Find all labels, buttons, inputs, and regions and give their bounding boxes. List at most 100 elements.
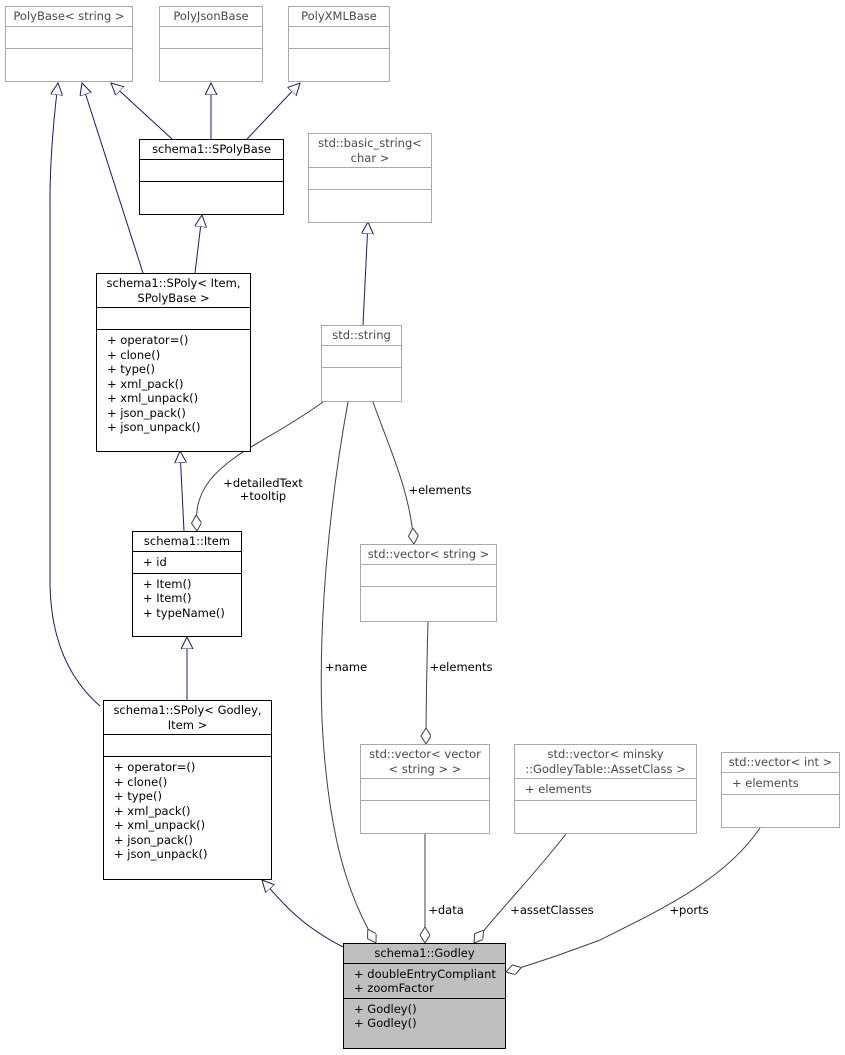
method-row: + xml_unpack() bbox=[114, 818, 206, 832]
class-title: std::string bbox=[332, 328, 391, 342]
class-std-vector-vector-string: std::vector< vector < string > > bbox=[360, 744, 490, 834]
edge-label-name: +name bbox=[324, 660, 368, 674]
class-title: schema1::SPoly< Item, SPolyBase > bbox=[106, 276, 241, 305]
edge-vecasset-to-godley bbox=[474, 833, 567, 943]
attributes-section bbox=[104, 734, 271, 756]
class-title: schema1::SPolyBase bbox=[152, 142, 271, 156]
method-row: + xml_unpack() bbox=[107, 391, 199, 405]
attribute-row: + doubleEntryCompliant bbox=[354, 966, 496, 981]
attribute-row: + elements bbox=[732, 775, 799, 790]
methods-section: + Godley() + Godley() bbox=[344, 997, 505, 1049]
attributes-section bbox=[361, 563, 496, 586]
class-std-basic-string-char: std::basic_string< char > bbox=[308, 133, 432, 223]
attributes-section bbox=[140, 158, 283, 181]
edge-label-detailedtext-tooltip: +detailedText +tooltip bbox=[223, 476, 303, 503]
attributes-section bbox=[160, 25, 262, 48]
edge-item-to-spolyitem bbox=[180, 451, 184, 532]
class-std-string: std::string bbox=[321, 325, 402, 402]
edge-vecstring-to-vecvec bbox=[426, 621, 428, 744]
attributes-section bbox=[289, 25, 389, 48]
methods-section bbox=[515, 800, 696, 833]
class-schema1-spolybase: schema1::SPolyBase bbox=[139, 139, 284, 215]
edge-label-data: +data bbox=[428, 903, 464, 917]
edge-spolyitem-to-polybase bbox=[82, 83, 144, 274]
methods-section bbox=[160, 47, 262, 82]
attributes-section: + elements bbox=[515, 778, 696, 800]
attribute-row: + zoomFactor bbox=[354, 981, 434, 995]
class-schema1-spoly-item-spolybase: schema1::SPoly< Item, SPolyBase > + oper… bbox=[96, 273, 251, 452]
class-title: schema1::SPoly< Godley, Item > bbox=[113, 703, 262, 732]
method-row: + Item() bbox=[143, 576, 192, 591]
method-row: + json_pack() bbox=[107, 405, 186, 420]
class-title: schema1::Item bbox=[143, 534, 231, 548]
edge-stdstring-to-basicstring bbox=[363, 222, 368, 326]
class-title: std::vector< string > bbox=[367, 547, 490, 561]
edge-spolybase-to-polyxml bbox=[246, 83, 300, 140]
method-row: + json_unpack() bbox=[107, 420, 201, 434]
methods-section bbox=[722, 793, 839, 828]
method-row: + Godley() bbox=[354, 1001, 417, 1016]
attributes-section: + doubleEntryCompliant + zoomFactor bbox=[344, 962, 505, 998]
attribute-row: + id bbox=[143, 554, 167, 569]
class-std-vector-int: std::vector< int > + elements bbox=[721, 752, 840, 828]
attributes-section bbox=[97, 307, 250, 329]
class-title: std::vector< vector < string > > bbox=[369, 747, 481, 776]
edge-label-ports: +ports bbox=[669, 903, 709, 917]
edge-godley-to-spolygodley bbox=[262, 880, 346, 949]
class-title: PolyBase< string > bbox=[13, 9, 125, 23]
class-schema1-godley: schema1::Godley + doubleEntryCompliant +… bbox=[343, 943, 506, 1049]
class-title: PolyJsonBase bbox=[173, 9, 249, 23]
attributes-section bbox=[6, 25, 132, 48]
class-std-vector-assetclass: std::vector< minsky ::GodleyTable::Asset… bbox=[514, 744, 697, 834]
edge-label-assetclasses: +assetClasses bbox=[510, 903, 594, 917]
class-schema1-spoly-godley-item: schema1::SPoly< Godley, Item > + operato… bbox=[103, 700, 272, 880]
method-row: + xml_pack() bbox=[114, 803, 191, 818]
method-row: + typeName() bbox=[143, 605, 225, 620]
attributes-section bbox=[322, 344, 401, 367]
edge-stdstring-to-item bbox=[197, 401, 324, 531]
class-title: schema1::Godley bbox=[374, 946, 475, 960]
edge-spolyitem-to-spolybase bbox=[194, 215, 202, 274]
attributes-section bbox=[361, 778, 489, 800]
edge-spolybase-to-polybase bbox=[111, 83, 173, 140]
attributes-section: + elements bbox=[722, 771, 839, 794]
methods-section bbox=[361, 800, 489, 833]
method-row: + clone() bbox=[107, 347, 161, 362]
method-row: + clone() bbox=[114, 774, 168, 789]
methods-section bbox=[6, 47, 132, 82]
attributes-section bbox=[309, 167, 431, 189]
methods-section bbox=[322, 366, 401, 402]
edge-vecint-to-godley bbox=[506, 827, 761, 972]
methods-section: + Item() + Item() + typeName() bbox=[133, 572, 241, 637]
methods-section bbox=[289, 47, 389, 82]
method-row: + operator=() bbox=[107, 333, 189, 347]
method-row: + json_unpack() bbox=[114, 847, 208, 861]
class-polybase-string: PolyBase< string > bbox=[5, 6, 133, 82]
attribute-row: + elements bbox=[525, 782, 592, 796]
edge-stdstring-to-vecstring bbox=[372, 401, 414, 544]
method-row: + type() bbox=[107, 362, 155, 376]
class-polyjsonbase: PolyJsonBase bbox=[159, 6, 263, 82]
methods-section: + operator=() + clone() + type() + xml_p… bbox=[97, 329, 250, 451]
method-row: + Item() bbox=[143, 591, 192, 605]
method-row: + type() bbox=[114, 789, 162, 803]
class-schema1-item: schema1::Item + id + Item() + Item() + t… bbox=[132, 531, 242, 637]
class-title: std::basic_string< char > bbox=[318, 136, 422, 165]
edge-spolygodley-to-polybase bbox=[49, 83, 101, 707]
methods-section bbox=[140, 180, 283, 215]
method-row: + operator=() bbox=[114, 760, 196, 774]
edge-label-elements: +elements bbox=[429, 660, 493, 674]
class-title: PolyXMLBase bbox=[301, 9, 377, 23]
edge-stdstring-to-godley bbox=[320, 401, 376, 943]
class-std-vector-string: std::vector< string > bbox=[360, 544, 497, 622]
attributes-section: + id bbox=[133, 550, 241, 573]
method-row: + xml_pack() bbox=[107, 376, 184, 391]
class-title: std::vector< int > bbox=[728, 755, 833, 769]
class-polyxmlbase: PolyXMLBase bbox=[288, 6, 390, 82]
class-title: std::vector< minsky ::GodleyTable::Asset… bbox=[525, 747, 686, 776]
methods-section: + operator=() + clone() + type() + xml_p… bbox=[104, 756, 271, 879]
method-row: + json_pack() bbox=[114, 832, 193, 847]
edge-label-elements: +elements bbox=[408, 483, 472, 497]
methods-section bbox=[361, 585, 496, 622]
